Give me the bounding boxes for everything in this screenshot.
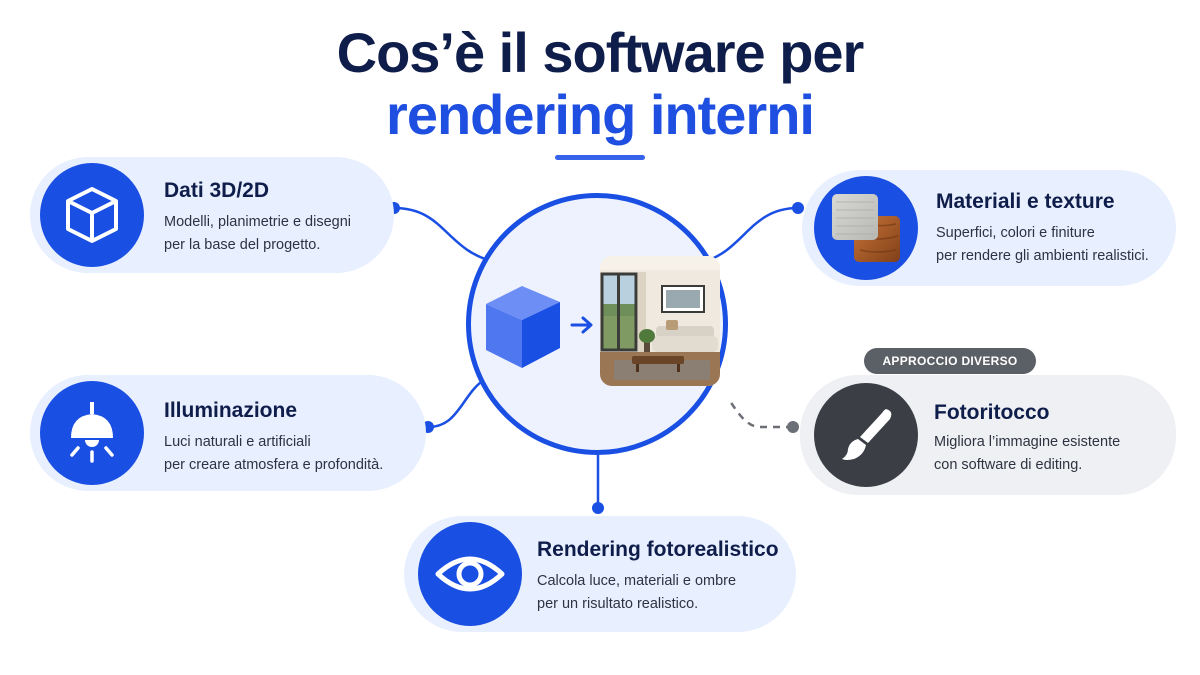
connector-dati xyxy=(393,206,496,264)
card-illuminazione: Illuminazione Luci naturali e artificial… xyxy=(30,375,426,491)
card-description: Superfici, colori e finiture per rendere… xyxy=(936,225,1149,264)
card-description: Modelli, planimetrie e disegni per la ba… xyxy=(164,214,351,253)
status-badge: APPROCCIO DIVERSO xyxy=(864,348,1036,374)
card-title: Dati 3D/2D xyxy=(164,179,270,202)
card-title: Materiali e texture xyxy=(936,190,1115,213)
card-description: Calcola luce, materiali e ombre per un r… xyxy=(537,573,737,612)
connector-illuminazione xyxy=(427,376,488,429)
connector-dot-fotoritocco xyxy=(787,421,799,433)
connector-fotoritocco xyxy=(726,397,793,429)
cube-outline-icon xyxy=(40,163,144,267)
interior-render-thumbnail xyxy=(600,256,720,386)
card-description: Migliora l’immagine esistente con softwa… xyxy=(934,434,1121,473)
page-title-line1: Cos’è il software per xyxy=(336,21,865,84)
page-title-line2: rendering interni xyxy=(386,83,815,146)
title-underline xyxy=(555,155,645,160)
card-description: Luci naturali e artificiali per creare a… xyxy=(164,434,384,473)
card-dati-3d-2d: Dati 3D/2D Modelli, planimetrie e disegn… xyxy=(30,157,394,273)
material-swatches-icon xyxy=(814,176,918,280)
paintbrush-icon xyxy=(814,383,918,487)
connector-dot-materiali xyxy=(792,202,804,214)
ceiling-lamp-icon xyxy=(40,381,144,485)
connector-dot-rendering xyxy=(592,502,604,514)
card-title: Rendering fotorealistico xyxy=(537,538,779,561)
card-rendering-fotorealistico: Rendering fotorealistico Calcola luce, m… xyxy=(404,516,796,632)
connector-materiali xyxy=(702,206,799,264)
cube-icon xyxy=(486,286,560,368)
card-materiali-texture: Materiali e texture Superfici, colori e … xyxy=(802,170,1176,286)
arrow-right-icon xyxy=(570,316,593,334)
card-fotoritocco: Fotoritocco Migliora l’immagine esistent… xyxy=(800,375,1176,495)
card-title: Illuminazione xyxy=(164,399,298,422)
card-title: Fotoritocco xyxy=(934,401,1050,424)
eye-icon xyxy=(418,522,522,626)
